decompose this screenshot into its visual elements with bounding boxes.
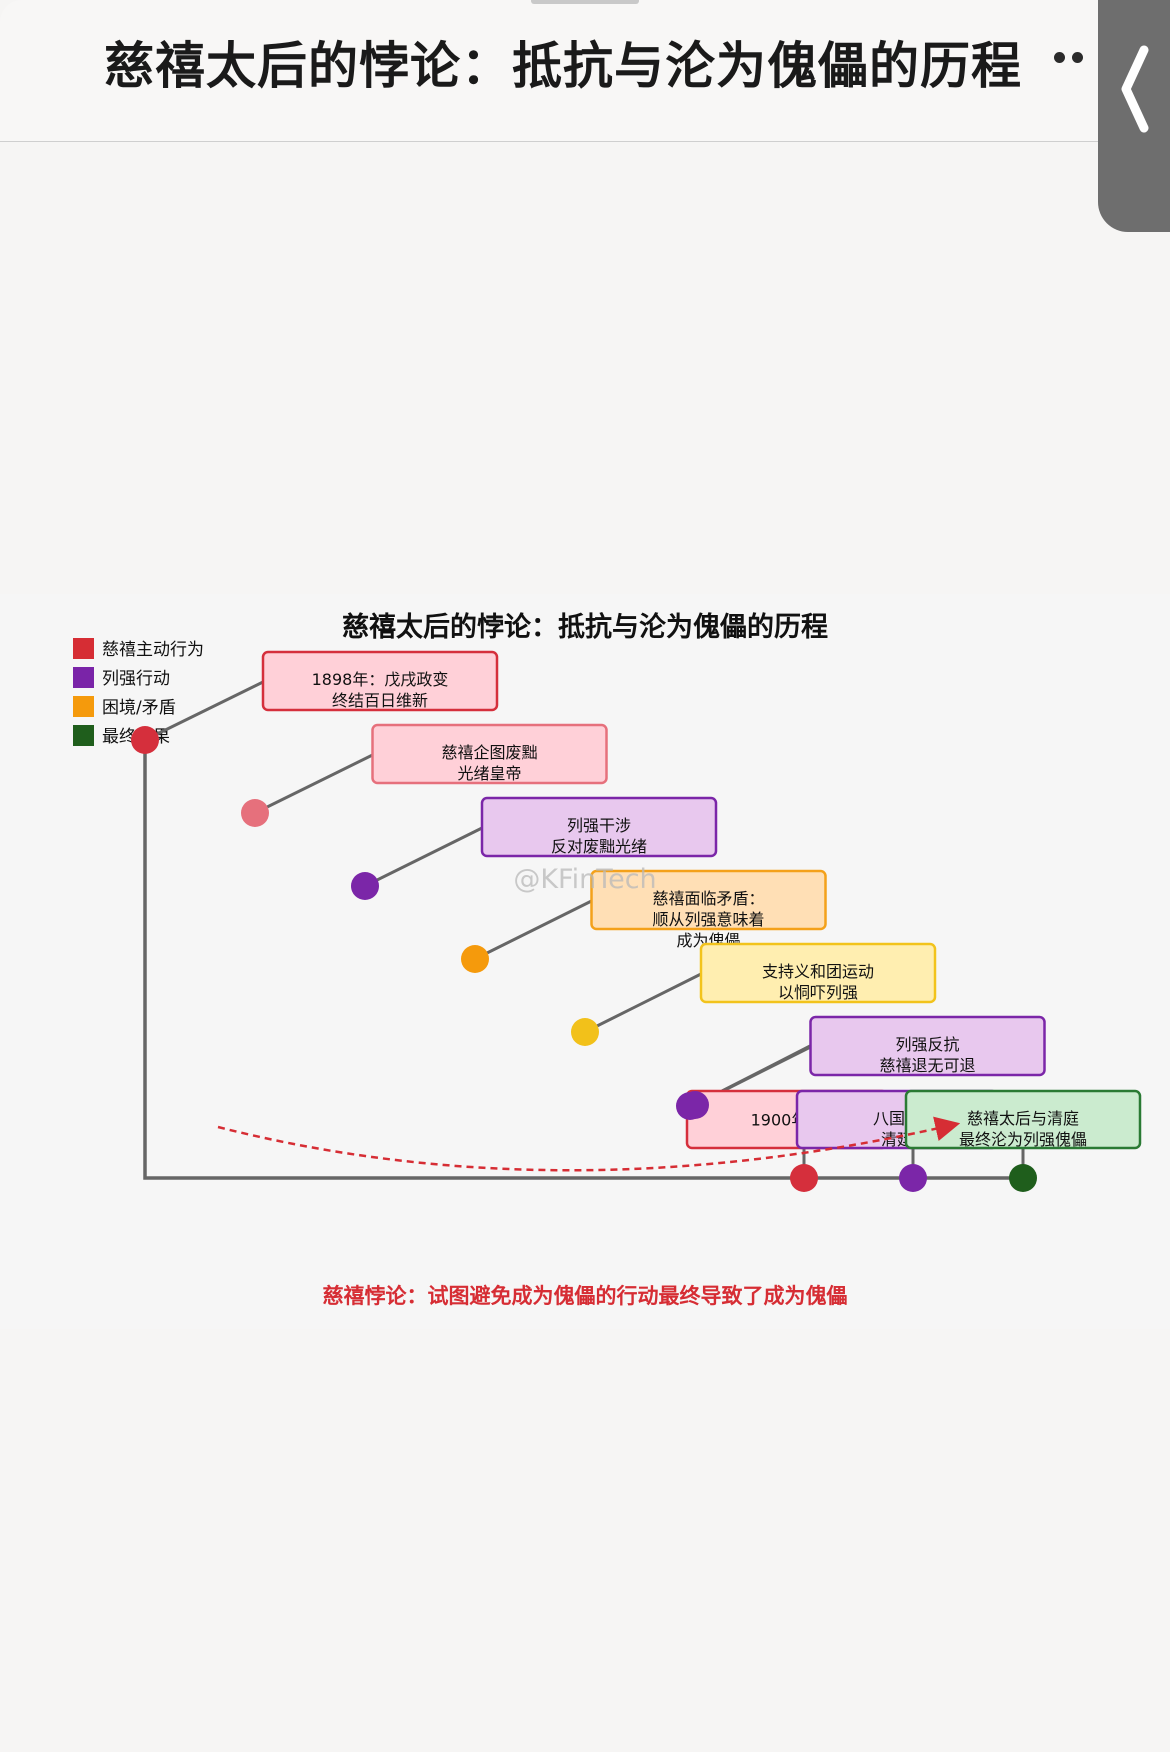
event-dot xyxy=(571,1018,599,1046)
more-dots-icon[interactable] xyxy=(1054,52,1098,66)
connector-line xyxy=(144,680,264,742)
axis-line xyxy=(143,740,1022,1180)
connector-line xyxy=(474,899,593,961)
legend-swatch xyxy=(73,638,94,659)
event-text: 列强干涉 xyxy=(567,816,631,835)
event-dot xyxy=(676,1092,704,1120)
event-text: 列强反抗 xyxy=(895,1035,959,1054)
chevron-left-icon xyxy=(1121,45,1149,133)
legend-swatch xyxy=(73,667,94,688)
event-dot xyxy=(899,1164,927,1192)
event-text: 慈禧太后与清庭 xyxy=(967,1109,1079,1128)
connector-line xyxy=(584,972,702,1034)
event-box-frame xyxy=(699,942,937,1004)
diagram-title: 慈禧太后的悖论：抵抗与沦为傀儡的历程 xyxy=(342,611,828,643)
event-box-frame xyxy=(590,869,827,931)
event-boxes: 1898年：戊戌政变终结百日维新慈禧企图废黜光绪皇帝列强干涉反对废黜光绪慈禧面临… xyxy=(261,650,1142,1150)
event-text: 慈禧面临矛盾： xyxy=(652,889,764,908)
back-tab[interactable] xyxy=(1098,0,1170,232)
event-box-frame xyxy=(371,723,608,785)
event-text: 慈禧企图废黜 xyxy=(441,743,537,762)
event-dot xyxy=(241,799,269,827)
page-title: 慈禧太后的悖论：抵抗与沦为傀儡的历程 xyxy=(104,37,1022,95)
connector-line xyxy=(364,826,483,888)
legend-label: 慈禧主动行为 xyxy=(102,640,204,660)
event-text: 顺从列强意味着 xyxy=(652,910,764,929)
event-text: 支持义和团运动 xyxy=(762,962,874,981)
event-box-frame xyxy=(904,1089,1142,1150)
header-bar: 慈禧太后的悖论：抵抗与沦为傀儡的历程 xyxy=(0,0,1100,142)
legend-swatch xyxy=(73,725,94,746)
event-dots xyxy=(131,726,1037,1192)
event-box-frame xyxy=(480,796,718,858)
event-text: 以恫吓列强 xyxy=(778,983,858,1002)
event-dot xyxy=(131,726,159,754)
paradox-arrow xyxy=(217,1116,961,1172)
event-box-frame xyxy=(261,650,499,712)
event-text: 反对废黜光绪 xyxy=(551,837,647,856)
event-text: 终结百日维新 xyxy=(332,691,428,710)
event-dot xyxy=(1009,1164,1037,1192)
legend-label: 困境/矛盾 xyxy=(102,698,176,718)
event-dot xyxy=(790,1164,818,1192)
connectors xyxy=(144,680,1025,1178)
watermark: @KFinTech xyxy=(513,864,656,895)
event-dot xyxy=(351,872,379,900)
event-box-frame xyxy=(809,1015,1046,1077)
timeline-axis xyxy=(143,740,1022,1180)
event-text: 最终沦为列强傀儡 xyxy=(959,1130,1087,1149)
connector-line xyxy=(254,753,374,815)
event-text: 光绪皇帝 xyxy=(457,764,521,783)
event-text: 1898年：戊戌政变 xyxy=(312,670,449,689)
paradox-caption: 慈禧悖论：试图避免成为傀儡的行动最终导致了成为傀儡 xyxy=(323,1284,848,1308)
event-text: 慈禧退无可退 xyxy=(879,1056,975,1075)
event-dot xyxy=(461,945,489,973)
connector-line xyxy=(721,1044,811,1093)
legend-swatch xyxy=(73,696,94,717)
sheet-grabber[interactable] xyxy=(531,0,639,4)
legend-label: 列强行动 xyxy=(102,669,170,689)
